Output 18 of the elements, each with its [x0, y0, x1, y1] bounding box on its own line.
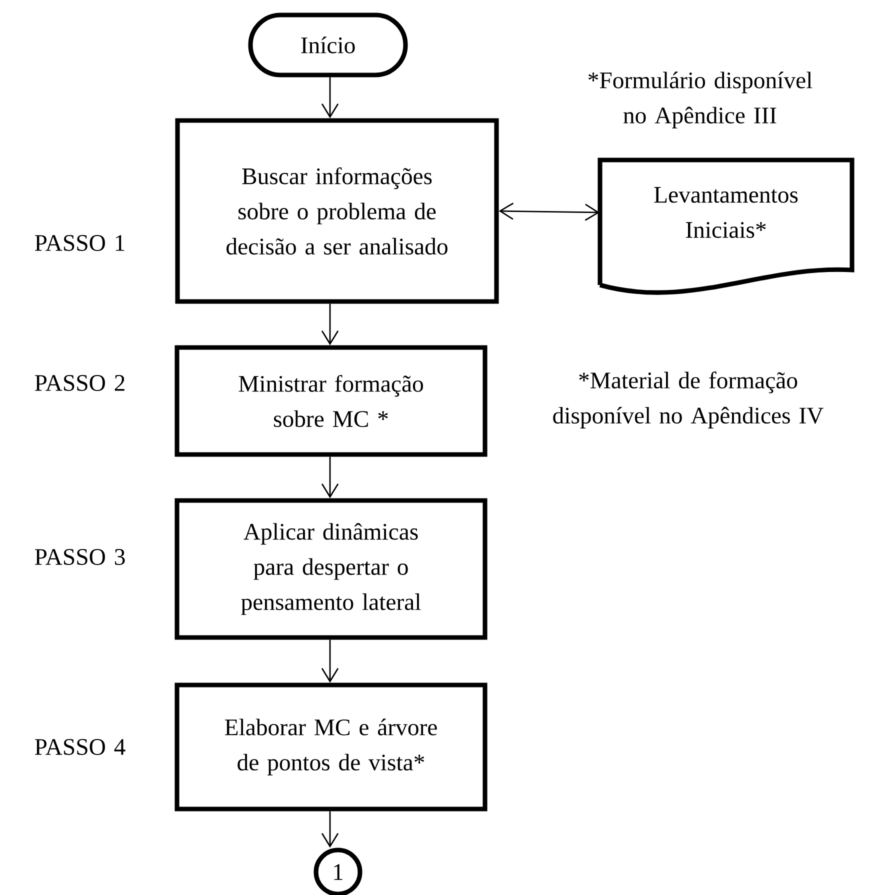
process-box: Buscar informações sobre o problema de decisão a ser analisado: [175, 118, 499, 304]
process-box: Aplicar dinâmicas para despertar o pensamento lateral: [174, 498, 488, 640]
step-label: PASSO 2: [34, 375, 124, 391]
arrow: [321, 811, 339, 848]
arrow: [321, 456, 339, 498]
start-terminal: Início: [248, 12, 408, 78]
step-label: PASSO 3: [34, 549, 125, 565]
step-label: PASSO 1: [34, 235, 124, 251]
footnote-text: *Material de formação disponível no Apêndices IV: [553, 372, 824, 428]
arrow: [321, 77, 339, 118]
process-box: Ministrar formação sobre MC *: [174, 345, 488, 457]
arrow: [498, 202, 600, 221]
step-label: PASSO 4: [34, 739, 126, 755]
footnote-text: *Formulário disponível no Apêndice III: [588, 72, 812, 128]
arrow: [321, 304, 339, 346]
process-box: Elaborar MC e árvore de pontos de vista*: [174, 682, 488, 812]
arrow: [321, 640, 339, 683]
document-shape: Levantamentos Iniciais*: [598, 158, 854, 295]
